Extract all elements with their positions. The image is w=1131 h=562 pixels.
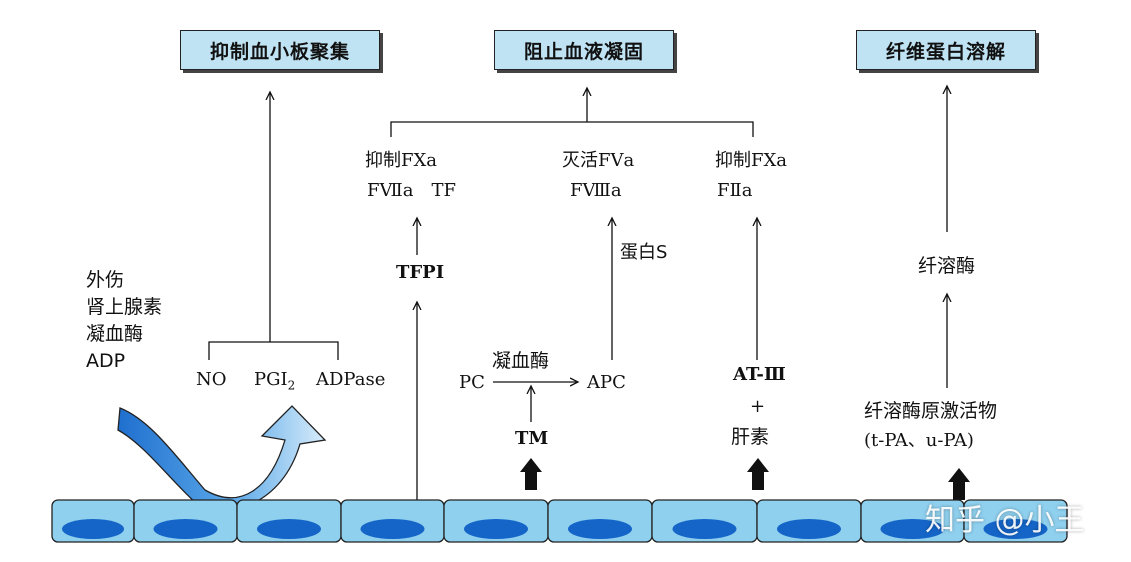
heparin-label: 肝素 — [731, 426, 770, 448]
pc-label: PC — [459, 372, 485, 393]
cell-nucleus — [257, 519, 321, 539]
thrombin-enzyme-label: 凝血酶 — [492, 350, 550, 372]
stimulus-item: 凝血酶 — [86, 323, 144, 345]
plus-sign: + — [750, 396, 766, 417]
tfpi-effect-line1: 抑制FⅩa — [365, 150, 438, 171]
stimulus-curved-arrow — [117, 405, 327, 512]
tfpi-label: TFPI — [396, 262, 445, 283]
activator-types-label: (t-PA、u-PA) — [864, 430, 974, 451]
platelet-bracket — [208, 341, 339, 360]
apc-effect-line1: 灭活FⅤa — [562, 150, 635, 171]
fibrinolysis-box: 纤维蛋白溶解 — [856, 30, 1036, 70]
tfpi-effect-line2: FⅦa TF — [367, 180, 456, 201]
adpase-label: ADPase — [316, 369, 386, 390]
plasmin-label: 纤溶酶 — [918, 255, 976, 277]
cell-nucleus — [880, 519, 945, 539]
anticoagulation-box: 阻止血液凝固 — [494, 30, 674, 70]
plasminogen-activator-label: 纤溶酶原激活物 — [864, 400, 998, 422]
thick-arrow-tm — [520, 458, 542, 490]
at3-effect-line1: 抑制FⅩa — [715, 150, 788, 171]
thick-arrow-heparin — [747, 458, 769, 490]
protein-s-label: 蛋白S — [620, 242, 668, 263]
cell-nucleus — [777, 519, 841, 539]
at3-effect-line2: FⅡa — [717, 180, 753, 201]
stimulus-item: 外伤 — [86, 269, 125, 291]
pgi2-label: PGI2 — [254, 369, 296, 393]
stimuli-list: 外伤 肾上腺素 凝血酶 ADP — [86, 267, 162, 375]
apc-effect-line2: FⅧa — [570, 180, 622, 201]
no-label: NO — [196, 369, 227, 390]
stimulus-item: ADP — [86, 350, 126, 372]
cell-nucleus — [360, 519, 425, 539]
watermark: 知乎 @小王 — [925, 503, 1085, 538]
cell-nucleus — [62, 519, 124, 539]
stimulus-item: 肾上腺素 — [86, 296, 163, 318]
cell-nucleus — [153, 519, 218, 539]
at3-label: AT-Ⅲ — [733, 364, 786, 385]
cell-nucleus — [672, 519, 737, 539]
apc-label: APC — [587, 372, 626, 393]
thick-arrow-activator — [948, 468, 970, 500]
platelet-inhibition-box: 抑制血小板聚集 — [180, 30, 380, 70]
cell-nucleus — [983, 519, 1048, 539]
cell-nucleus — [464, 519, 528, 539]
cell-nucleus — [568, 519, 632, 539]
tm-label: TM — [515, 428, 549, 449]
coag-bracket — [390, 121, 754, 137]
